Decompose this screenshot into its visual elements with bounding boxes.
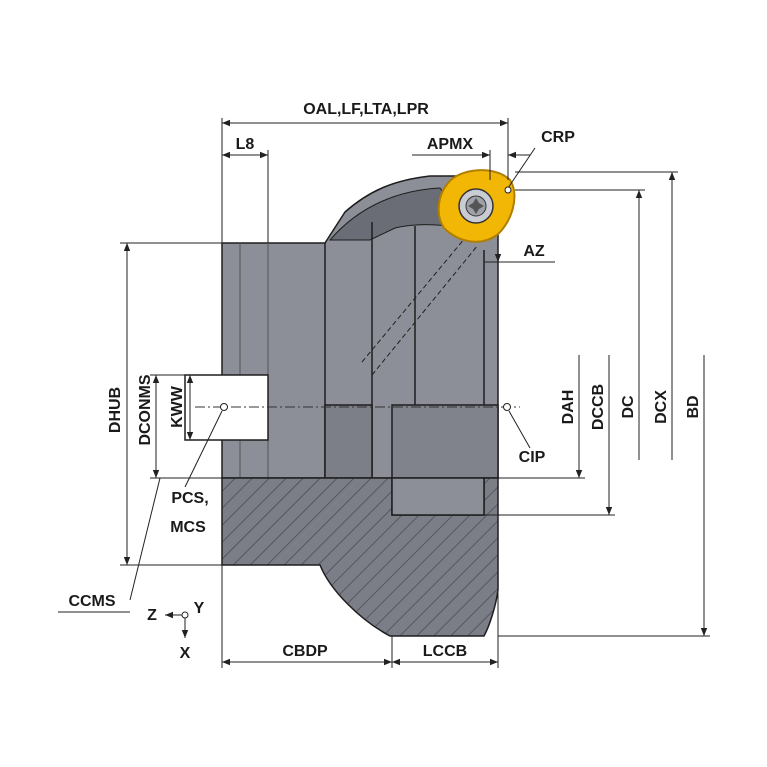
label-dah: DAH bbox=[560, 390, 577, 425]
label-cip: CIP bbox=[519, 449, 546, 466]
label-pcs: PCS, bbox=[171, 490, 208, 507]
label-apmx: APMX bbox=[427, 136, 474, 153]
label-crp: CRP bbox=[541, 129, 575, 146]
label-az: AZ bbox=[523, 243, 545, 260]
label-ccms: CCMS bbox=[68, 593, 115, 610]
coordinate-axes-icon bbox=[165, 611, 189, 638]
label-cbdp: CBDP bbox=[282, 643, 328, 660]
label-axis-z: Z bbox=[147, 607, 157, 624]
section-view bbox=[221, 477, 499, 637]
label-l8: L8 bbox=[236, 136, 255, 153]
label-dcx: DCX bbox=[653, 390, 670, 424]
label-dconms: DCONMS bbox=[137, 374, 154, 445]
label-oal: OAL,LF,LTA,LPR bbox=[303, 101, 429, 118]
label-bd: BD bbox=[685, 395, 702, 418]
insert bbox=[437, 169, 516, 243]
label-mcs: MCS bbox=[170, 519, 206, 536]
section-counterbore bbox=[391, 477, 485, 516]
label-dccb: DCCB bbox=[590, 384, 607, 430]
label-dhub: DHUB bbox=[107, 387, 124, 433]
cutter-body bbox=[221, 175, 499, 479]
label-axis-y: Y bbox=[194, 600, 205, 617]
label-kww: KWW bbox=[169, 385, 186, 428]
counterbore-upper bbox=[391, 404, 499, 479]
chip-pocket bbox=[328, 187, 474, 241]
dimension-lines bbox=[58, 118, 710, 668]
bore-step-upper bbox=[324, 404, 373, 479]
label-dc: DC bbox=[620, 395, 637, 419]
label-lccb: LCCB bbox=[423, 643, 467, 660]
label-axis-x: X bbox=[180, 645, 191, 662]
